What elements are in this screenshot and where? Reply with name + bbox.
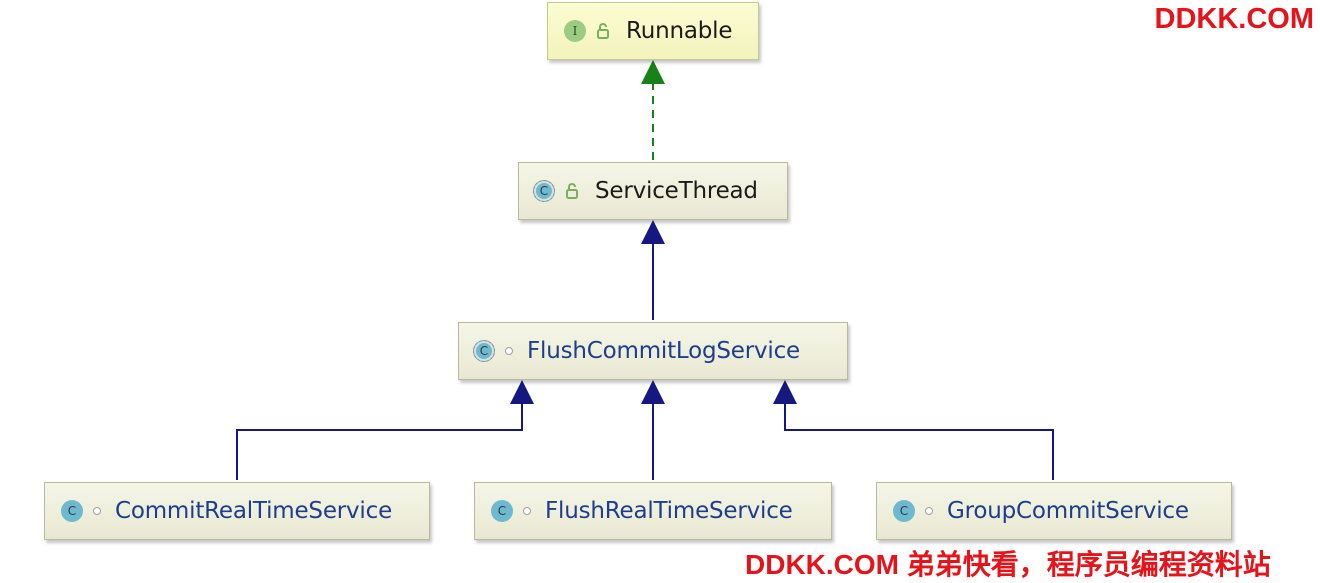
- inheritance-edge-commitrealtime-flushcommitlog: [236, 380, 534, 480]
- package-private-dot-icon: [505, 347, 513, 355]
- node-runnable[interactable]: I Runnable: [547, 2, 759, 60]
- abstract-class-icon: C: [473, 340, 495, 362]
- class-icon: C: [61, 500, 83, 522]
- interface-icon: I: [564, 20, 586, 42]
- realization-edge-servicethread-runnable: [641, 60, 665, 160]
- public-lock-icon: [596, 22, 612, 40]
- public-lock-icon: [565, 182, 581, 200]
- node-commit-real-time-service[interactable]: C CommitRealTimeService: [44, 482, 430, 540]
- node-label: ServiceThread: [595, 178, 758, 204]
- node-label: FlushCommitLogService: [527, 338, 800, 364]
- abstract-class-icon: C: [533, 180, 555, 202]
- node-service-thread[interactable]: C ServiceThread: [518, 162, 788, 220]
- node-flush-commit-log-service[interactable]: C FlushCommitLogService: [458, 322, 848, 380]
- class-icon: C: [491, 500, 513, 522]
- package-private-dot-icon: [523, 507, 531, 515]
- watermark-bottom: DDKK.COM 弟弟快看，程序员编程资料站: [745, 549, 1271, 580]
- node-flush-real-time-service[interactable]: C FlushRealTimeService: [474, 482, 832, 540]
- node-label: GroupCommitService: [947, 498, 1189, 524]
- node-group-commit-service[interactable]: C GroupCommitService: [876, 482, 1232, 540]
- inheritance-edge-groupcommit-flushcommitlog: [773, 380, 1054, 480]
- inheritance-edge-flushcommitlog-servicethread: [641, 220, 665, 320]
- node-label: Runnable: [626, 18, 733, 44]
- package-private-dot-icon: [925, 507, 933, 515]
- inheritance-edge-flushrealtime-flushcommitlog: [641, 380, 665, 480]
- node-label: CommitRealTimeService: [115, 498, 393, 524]
- node-label: FlushRealTimeService: [545, 498, 793, 524]
- class-icon: C: [893, 500, 915, 522]
- package-private-dot-icon: [93, 507, 101, 515]
- watermark-top: DDKK.COM: [1154, 3, 1315, 35]
